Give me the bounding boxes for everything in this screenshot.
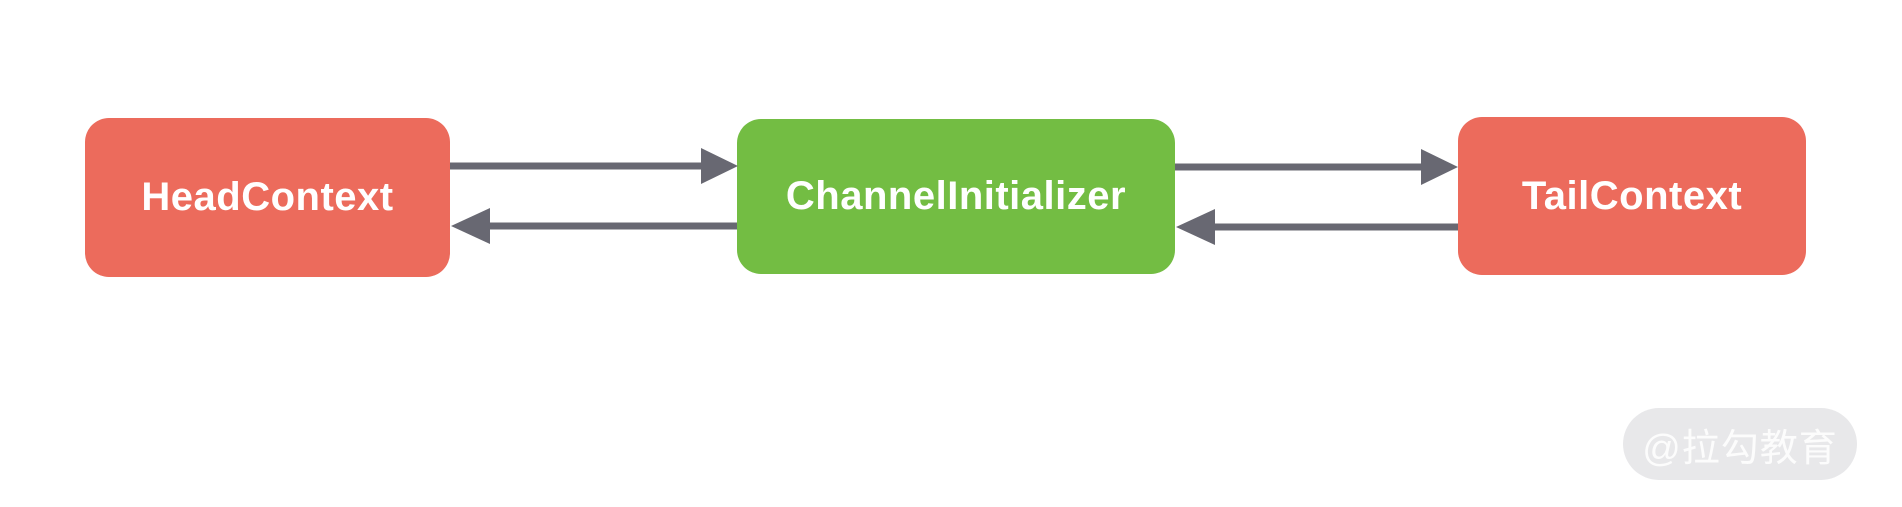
edge-tail-to-initializer — [1176, 209, 1458, 245]
edge-initializer-to-tail — [1175, 149, 1458, 185]
node-tail-context: TailContext — [1458, 117, 1806, 275]
watermark-label: @拉勾教育 — [1642, 427, 1838, 470]
edge-arrowhead-right-icon — [1421, 149, 1458, 185]
node-tail-context-label: TailContext — [1521, 173, 1743, 218]
edge-arrowhead-left-icon — [451, 208, 490, 244]
edge-initializer-to-head — [451, 208, 737, 244]
watermark-badge: @拉勾教育 — [1623, 408, 1857, 480]
edge-arrowhead-left-icon — [1176, 209, 1215, 245]
edge-head-to-initializer — [450, 148, 738, 184]
node-channel-initializer: ChannelInitializer — [737, 119, 1175, 274]
edge-arrowhead-right-icon — [701, 148, 738, 184]
node-channel-initializer-label: ChannelInitializer — [785, 174, 1127, 218]
node-head-context: HeadContext — [85, 118, 450, 277]
node-head-context-label: HeadContext — [141, 175, 394, 219]
